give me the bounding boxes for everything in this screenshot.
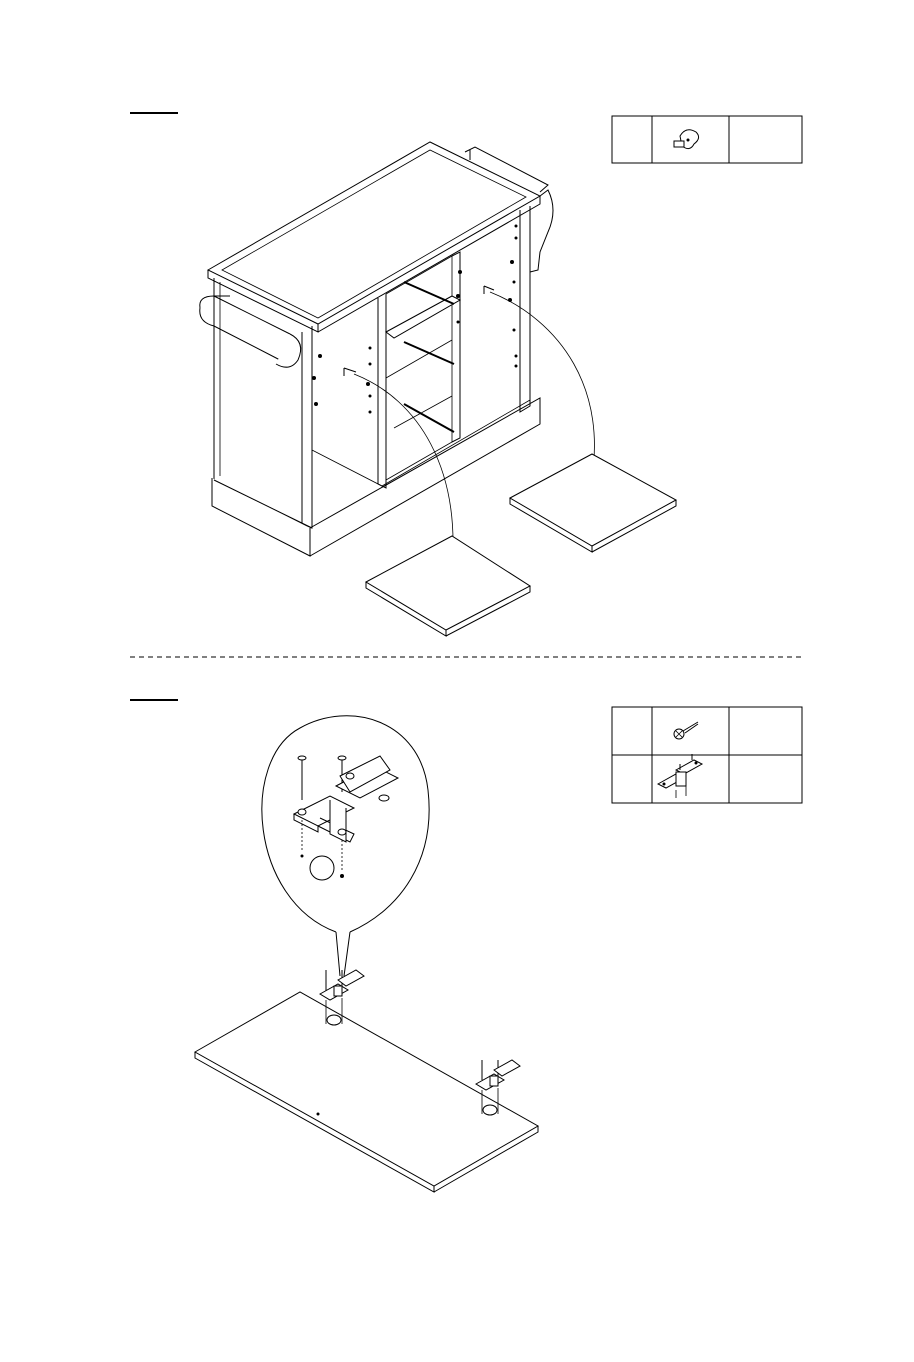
screw-icon [674, 722, 698, 739]
step-2-hardware-table [612, 707, 802, 803]
adjustable-shelf-right [510, 454, 676, 552]
hinge-icon [658, 754, 702, 798]
shelf-insertion-curve-left [354, 374, 453, 568]
adjustable-shelf-left [366, 536, 530, 636]
kitchen-island-cabinet [200, 142, 553, 556]
step-1-hardware-table [612, 116, 802, 163]
door-panel [195, 992, 538, 1192]
shelf-pin-icon [674, 130, 699, 149]
shelf-insertion-curve-right [490, 292, 594, 488]
hinge-detail-magnifier [262, 716, 429, 976]
